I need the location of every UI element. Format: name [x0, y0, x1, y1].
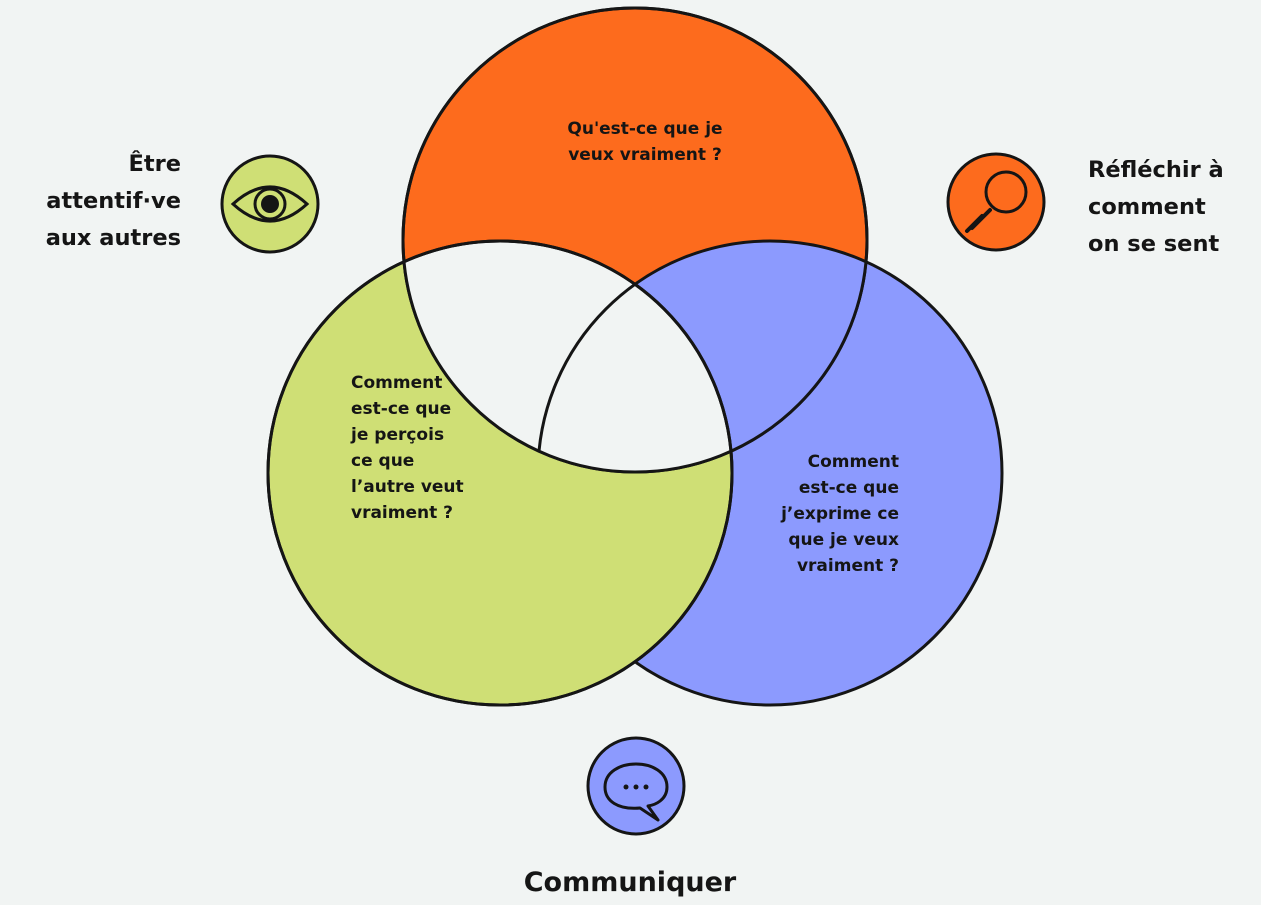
eye-icon — [220, 154, 320, 254]
question-top: Qu'est-ce que je veux vraiment ? — [567, 119, 723, 165]
arc-right-inner — [536, 239, 867, 472]
arc-left-outline — [266, 239, 734, 707]
question-left: Comment est-ce que je perçois ce que l’a… — [351, 373, 464, 523]
speech-bubble-icon — [586, 736, 686, 836]
arc-top-outline — [401, 6, 869, 474]
center-intersection — [403, 241, 732, 472]
question-right: Comment est-ce que j’exprime ce que je v… — [781, 452, 899, 576]
theme-reflect-label: Réfléchir à comment on se sent — [1088, 157, 1224, 257]
theme-communicate-label: Communiquer — [523, 867, 737, 898]
theme-attentive-label: Être attentif·ve aux autres — [45, 151, 181, 251]
magnifier-icon — [946, 152, 1046, 252]
